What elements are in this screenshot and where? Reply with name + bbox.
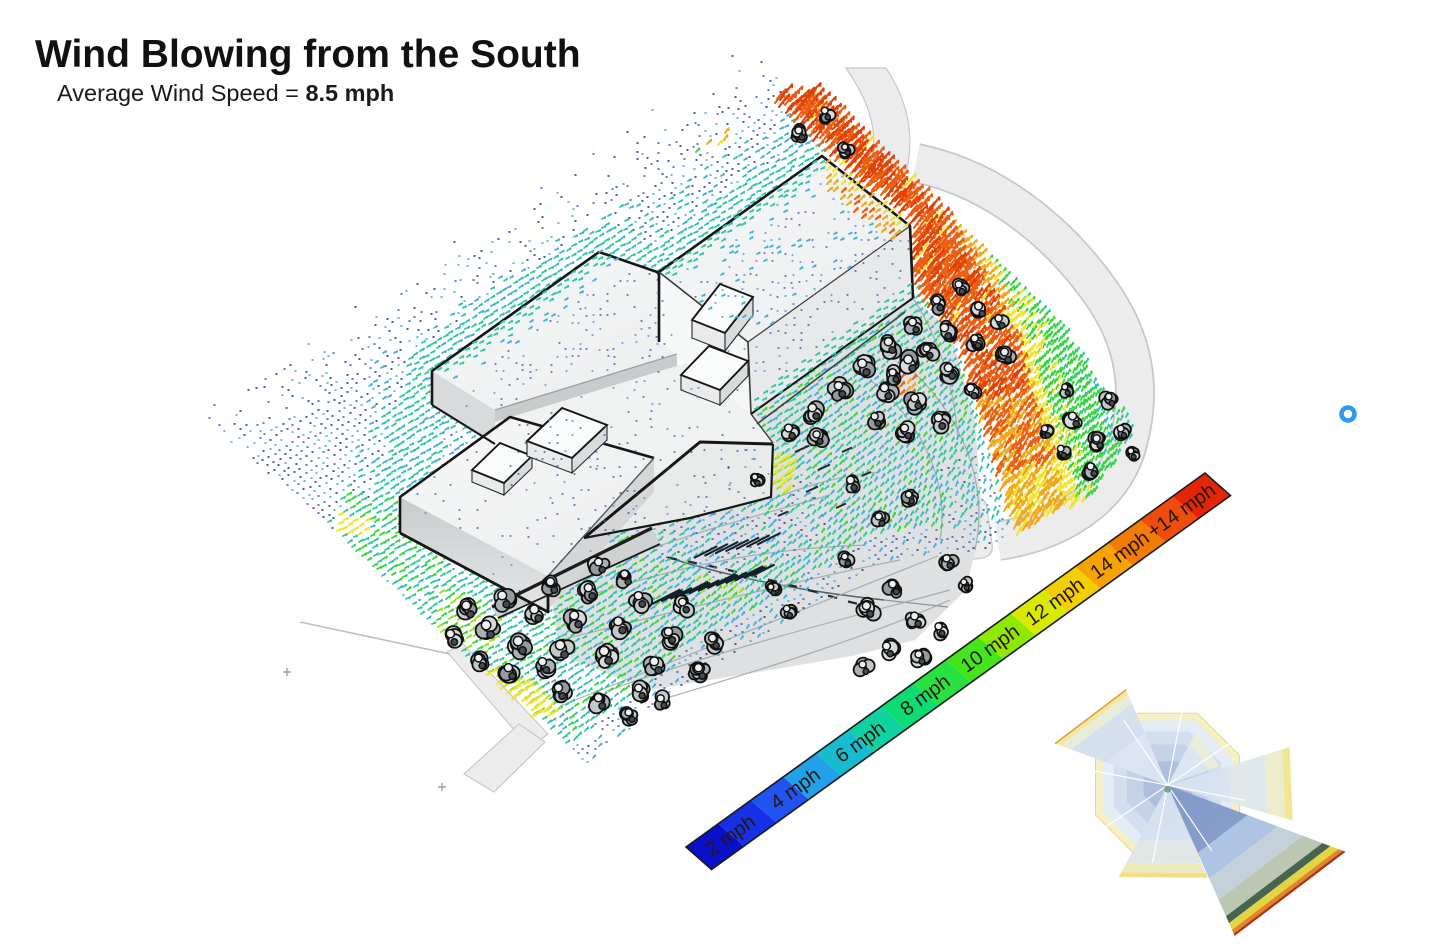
- svg-text:Average Wind Speed = 8.5 mph: Average Wind Speed = 8.5 mph: [57, 80, 394, 106]
- svg-text:Wind Blowing from the South: Wind Blowing from the South: [35, 33, 581, 76]
